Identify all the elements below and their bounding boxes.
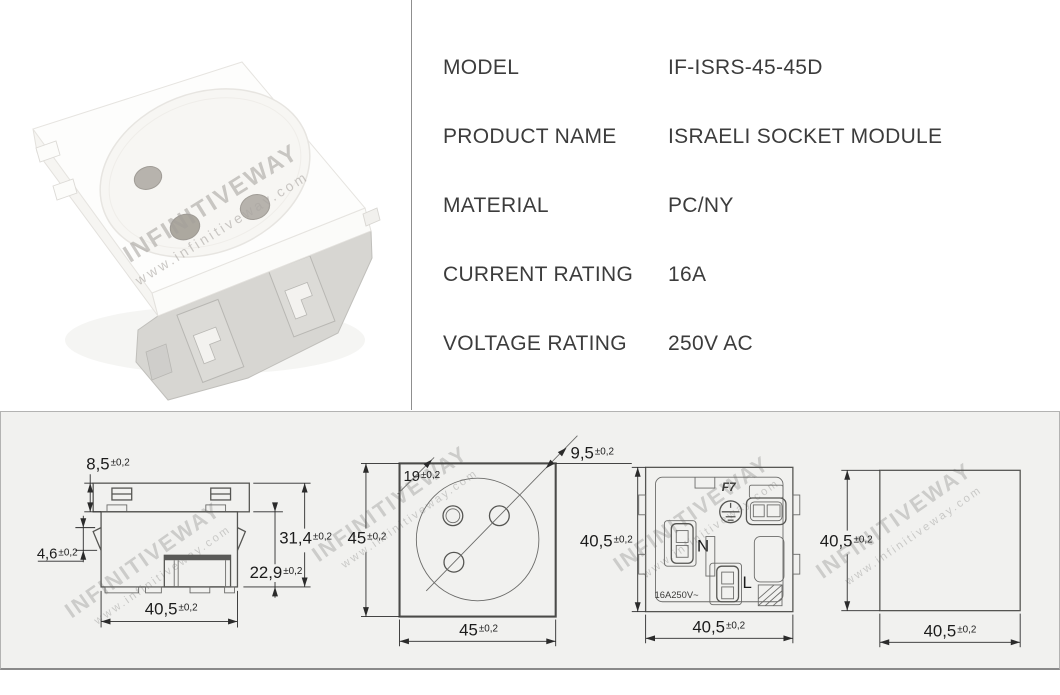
foot-tab: [145, 343, 173, 381]
spec-label: CURRENT RATING: [443, 262, 634, 286]
dim-height: 40,5±0,2: [820, 531, 873, 550]
dim-width: 45±0,2: [459, 620, 498, 639]
dimension-arrowhead: [1010, 639, 1021, 646]
spec-value: 16A: [668, 262, 707, 286]
dimension-arrowhead: [301, 577, 308, 587]
dimension-arrowhead: [301, 483, 308, 493]
dim-width: 40,5±0,2: [145, 600, 198, 619]
dimension-arrowhead: [545, 459, 555, 469]
socket-body: [135, 230, 373, 401]
dimension-arrowhead: [844, 470, 851, 480]
spec-value: 250V AC: [668, 331, 753, 355]
technical-drawings-panel: INFINITIVEWAY www.infinitiveway.com INFI…: [0, 411, 1060, 670]
dimension-arrowhead: [399, 638, 409, 645]
drawing-back-view: N L F7: [580, 466, 801, 644]
spec-row-product-name: PRODUCT NAME ISRAELI SOCKET MODULE: [443, 102, 1060, 171]
spec-row-material: MATERIAL PC/NY: [443, 171, 1060, 240]
mounting-claw: [92, 527, 102, 551]
panel-watermark: INFINITIVEWAY www.infinitiveway.com: [811, 457, 984, 588]
vertical-divider: [411, 0, 412, 410]
clip-tab: [362, 207, 381, 227]
leg-hook-slot: [192, 326, 222, 365]
dim-width: 40,5±0,2: [924, 621, 977, 640]
clip-tab: [35, 140, 61, 163]
watermark-brand-text: INFINITIVEWAY: [307, 440, 472, 566]
earth-terminal: [719, 500, 743, 524]
dim-hole-pitch: 19±0,2: [403, 469, 440, 485]
fuse-label: F7: [722, 480, 737, 494]
spec-row-current-rating: CURRENT RATING 16A: [443, 240, 1060, 309]
dimension-arrowhead: [101, 618, 111, 625]
dimension-arrowhead: [272, 502, 278, 512]
dimension-arrowhead: [80, 550, 87, 560]
spec-value: PC/NY: [668, 193, 734, 217]
clip-tab: [52, 178, 78, 201]
spec-label: PRODUCT NAME: [443, 124, 617, 148]
socket-hole: [443, 551, 465, 573]
dim-claw-height: 4,6±0,2: [37, 546, 78, 562]
dim-body-height: 22,9±0,2: [250, 563, 303, 582]
pin-hole: [239, 194, 271, 220]
serrated-edge: [164, 555, 231, 561]
dim-hole-offset: 9,5±0,2: [571, 443, 615, 462]
rating-label: 16A250V~: [655, 590, 700, 600]
dim-height: 40,5±0,2: [580, 531, 633, 550]
dimension-arrowhead: [362, 607, 369, 617]
dimension-arrowhead: [87, 502, 94, 512]
spec-label: VOLTAGE RATING: [443, 331, 627, 355]
drawing-side-view: 8,5±0,2 4,6±0,2 31,4±0,2 22,9±0,2 40,5±0…: [37, 454, 332, 628]
spec-label: MATERIAL: [443, 193, 549, 217]
drawing-outline-view: 40,5±0,2 40,5±0,2: [820, 469, 1021, 648]
pin-holes: [133, 166, 271, 241]
watermark-brand-text: INFINITIVEWAY: [609, 450, 774, 576]
dimension-arrowhead: [272, 586, 278, 597]
dimension-arrowhead: [634, 467, 641, 477]
pin-hole: [169, 213, 201, 241]
dimension-arrowhead: [844, 601, 851, 611]
spec-row-voltage-rating: VOLTAGE RATING 250V AC: [443, 309, 1060, 378]
drawing-front-view: 19±0,2 9,5±0,2 45±0,2 45±0,2: [348, 435, 632, 647]
dimension-arrowhead: [645, 635, 656, 642]
dim-total-height: 31,4±0,2: [279, 528, 332, 547]
spec-value: ISRAELI SOCKET MODULE: [668, 124, 943, 148]
dimension-arrowhead: [87, 483, 94, 493]
spec-value: IF-ISRS-45-45D: [668, 55, 823, 79]
dimension-arrowhead: [557, 447, 567, 457]
dimension-arrowhead: [546, 638, 556, 645]
hatched-corner: [757, 584, 783, 607]
spec-label: MODEL: [443, 55, 520, 79]
dimension-arrowhead: [423, 459, 433, 469]
drawings-canvas: INFINITIVEWAY www.infinitiveway.com INFI…: [37, 435, 1021, 648]
dim-height: 45±0,2: [348, 528, 387, 547]
pin-hole: [133, 166, 163, 190]
socket-hole: [488, 505, 510, 527]
product-photo: INFINITIVEWAY www.infinitiveway.com: [0, 0, 410, 411]
spec-table: MODEL IF-ISRS-45-45D PRODUCT NAME ISRAEL…: [412, 0, 1060, 411]
dimension-arrowhead: [879, 639, 890, 646]
neutral-terminal: [663, 520, 697, 567]
earth-connector-terminal: [745, 484, 787, 526]
dimension-arrowhead: [80, 518, 87, 528]
dimension-arrowhead: [228, 618, 238, 625]
socket-hole: [442, 505, 464, 527]
mounting-claw: [236, 527, 247, 551]
dimension-arrowhead: [783, 635, 793, 642]
neutral-label: N: [697, 536, 709, 555]
watermark-brand-text: INFINITIVEWAY: [811, 457, 976, 583]
product-photo-render: INFINITIVEWAY www.infinitiveway.com: [32, 61, 381, 401]
leg-hook-slot: [284, 281, 313, 320]
dim-plate-height: 8,5±0,2: [86, 454, 130, 473]
live-terminal: [709, 562, 742, 606]
spec-row-model: MODEL IF-ISRS-45-45D: [443, 33, 1060, 102]
dimension-arrowhead: [362, 463, 369, 473]
dim-width: 40,5±0,2: [692, 617, 745, 636]
live-label: L: [742, 573, 751, 592]
dimension-arrowhead: [634, 602, 641, 612]
